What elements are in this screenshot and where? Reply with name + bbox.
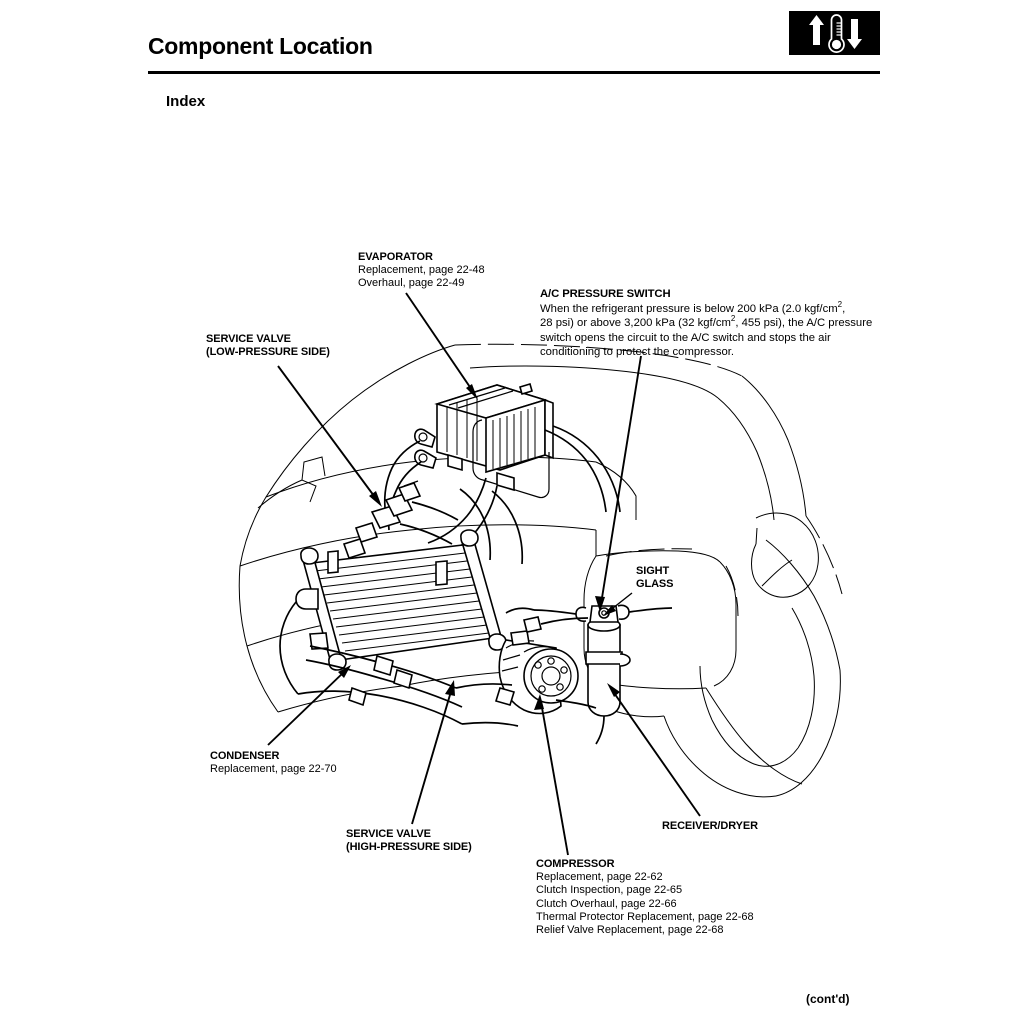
callout-compressor-line-4: Relief Valve Replacement, page 22-68	[536, 924, 724, 937]
callout-evaporator: EVAPORATOR Replacement, page 22-48 Overh…	[358, 251, 485, 291]
callout-service-valve-low: SERVICE VALVE (LOW-PRESSURE SIDE)	[206, 333, 330, 359]
header-divider	[148, 71, 880, 74]
leader-service-valve-high	[411, 680, 455, 825]
callout-compressor: COMPRESSOR Replacement, page 22-62 Clutc…	[536, 858, 754, 937]
callout-pressure-switch-title: A/C PRESSURE SWITCH	[540, 288, 671, 300]
hose-cluster	[455, 607, 597, 727]
leader-receiver-dryer	[607, 683, 701, 817]
front-pipes	[279, 601, 463, 725]
callout-evaporator-line-1: Overhaul, page 22-49	[358, 277, 465, 290]
refrigerant-hoses	[383, 425, 621, 565]
callout-service-valve-high-subtitle: (HIGH-PRESSURE SIDE)	[346, 841, 472, 854]
callout-pressure-switch-line-2: 28 psi) or above 3,200 kPa (32 kgf/cm2, …	[540, 314, 873, 330]
callout-pressure-switch-line-1: When the refrigerant pressure is below 2…	[540, 299, 846, 315]
hvac-temperature-icon	[789, 11, 880, 55]
receiver-dryer-part	[533, 604, 673, 745]
callout-pressure-switch-line-3: switch opens the circuit to the A/C swit…	[540, 331, 831, 344]
callout-evaporator-line-0: Replacement, page 22-48	[358, 264, 485, 277]
leader-sight-glass	[603, 592, 633, 616]
callout-compressor-line-1: Clutch Inspection, page 22-65	[536, 884, 683, 897]
leader-pressure-switch	[595, 355, 642, 612]
callout-service-valve-high-title: SERVICE VALVE	[346, 828, 431, 840]
callout-pressure-switch-line-4: conditioning to protect the compressor.	[540, 346, 735, 359]
callout-sight-glass-subtitle: GLASS	[636, 578, 674, 591]
callout-compressor-title: COMPRESSOR	[536, 858, 615, 870]
leader-condenser	[267, 665, 351, 746]
callout-service-valve-low-subtitle: (LOW-PRESSURE SIDE)	[206, 346, 330, 359]
callout-condenser: CONDENSER Replacement, page 22-70	[210, 750, 337, 776]
callout-condenser-title: CONDENSER	[210, 750, 280, 762]
callout-condenser-line-0: Replacement, page 22-70	[210, 763, 337, 776]
leader-service-valve-low	[277, 365, 382, 507]
callout-receiver-dryer-title: RECEIVER/DRYER	[662, 820, 758, 832]
section-label: Index	[166, 93, 206, 110]
callout-sight-glass-title: SIGHT	[636, 565, 670, 577]
callout-compressor-line-2: Clutch Overhaul, page 22-66	[536, 897, 677, 910]
callout-sight-glass: SIGHT GLASS	[636, 565, 674, 591]
footer-continued-label: (cont'd)	[806, 992, 850, 1006]
callout-service-valve-high: SERVICE VALVE (HIGH-PRESSURE SIDE)	[346, 828, 472, 854]
evaporator-part	[414, 383, 554, 499]
page-title: Component Location	[148, 33, 373, 59]
leader-evaporator	[405, 292, 478, 400]
vehicle-body-outline	[238, 343, 843, 798]
callout-compressor-line-0: Replacement, page 22-62	[536, 871, 663, 884]
callout-service-valve-low-title: SERVICE VALVE	[206, 333, 291, 345]
service-valve-low-part	[342, 480, 459, 559]
callout-compressor-line-3: Thermal Protector Replacement, page 22-6…	[536, 910, 754, 923]
condenser-part	[295, 529, 507, 671]
callout-evaporator-title: EVAPORATOR	[358, 251, 433, 263]
leader-compressor	[534, 694, 569, 856]
callout-receiver-dryer: RECEIVER/DRYER	[662, 820, 758, 833]
callout-pressure-switch: A/C PRESSURE SWITCH When the refrigerant…	[540, 287, 872, 360]
compressor-part	[494, 616, 579, 715]
